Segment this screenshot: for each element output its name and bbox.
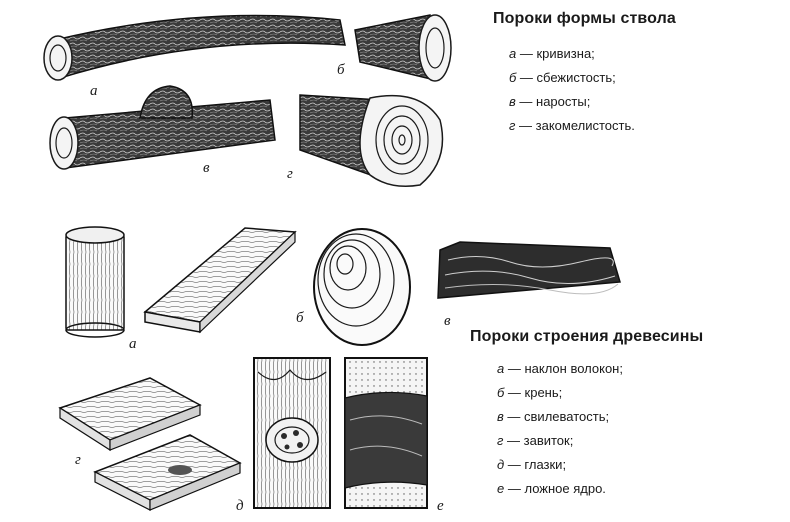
legend-item: д — глазки; [497,457,567,472]
wood-structure-defects-heading: Пороки строения древесины [470,328,704,345]
legend-item: е — ложное ядро. [497,481,606,496]
false-heartwood-drawing [344,357,428,509]
swirl-boards-drawing [58,377,242,511]
curly-grain-drawing [437,241,621,299]
figure-label-wood-e: е [437,498,444,514]
figure-label-wood-b: б [296,310,304,326]
trunk-defects-legend: а — кривизна; б — сбежистость; в — нарос… [509,42,635,138]
trunk-taper-drawing [354,14,452,82]
figure-label-wood-a: а [129,336,137,352]
figure-label-trunk-v: в [203,160,210,176]
trunk-defects-heading: Пороки формы ствола [493,10,676,27]
trunk-burl-drawing [49,85,276,170]
figure-label-wood-d: д [236,498,244,514]
wood-structure-defects-legend: а — наклон волокон; б — крень; в — свиле… [497,357,623,501]
legend-item: в — свилеватость; [497,409,610,424]
legend-item: а — наклон волокон; [497,361,623,376]
legend-item: в — наросты; [509,94,591,109]
figure-label-trunk-g: г [287,166,293,182]
trunk-curvature-drawing [43,14,346,81]
legend-item: а — кривизна; [509,46,595,61]
legend-item: г — закомелистость. [509,118,635,133]
legend-item: б — сбежистость; [509,70,616,85]
legend-item: б — крень; [497,385,563,400]
figure-label-wood-v: в [444,313,451,329]
figure-label-trunk-b: б [337,62,345,78]
grain-slope-drawing [65,226,297,338]
figure-label-wood-g: г [75,452,81,468]
pin-knots-drawing [253,357,331,509]
compression-wood-drawing [313,228,411,346]
figure-label-trunk-a: а [90,83,98,99]
trunk-butt-swell-drawing [299,94,444,187]
legend-item: г — завиток; [497,433,574,448]
